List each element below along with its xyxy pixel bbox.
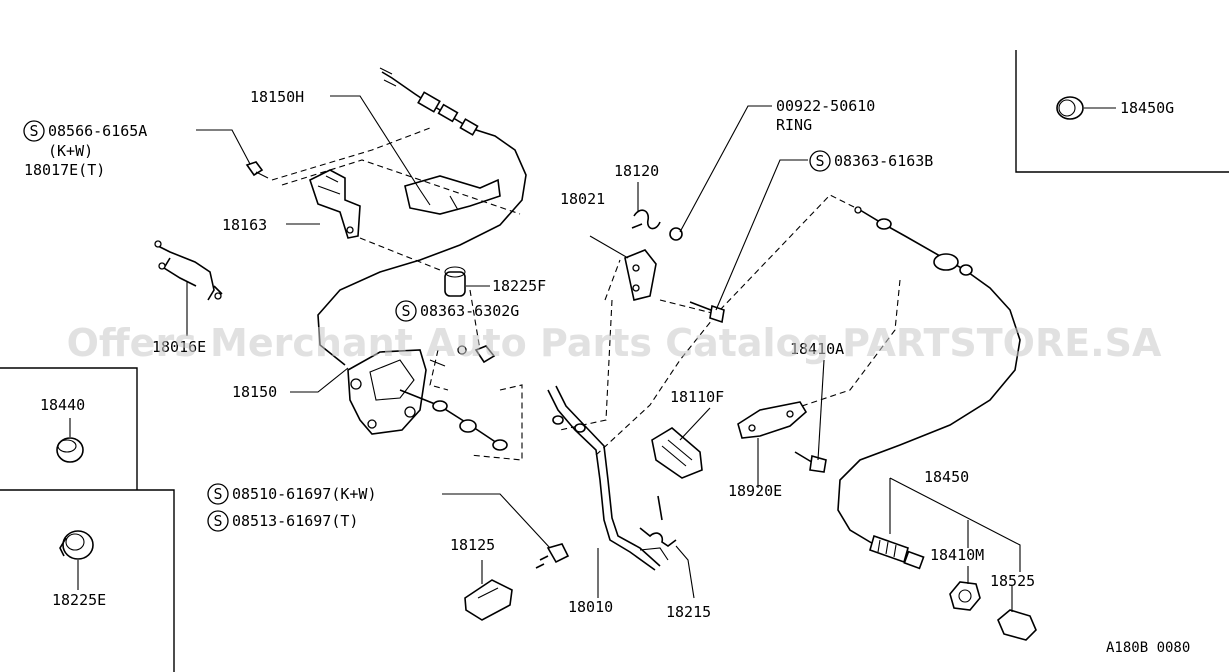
- label-18440: 18440: [40, 396, 85, 414]
- label-18017E: 18017E(T): [24, 161, 105, 179]
- bolt-08510: [535, 543, 570, 569]
- bolt-symbol-08566: S: [23, 120, 45, 142]
- bolt-08363-6163B: [689, 301, 725, 324]
- pedal-arm-18010: [547, 385, 669, 571]
- label-08363-6302G: 08363-6302G: [420, 302, 519, 320]
- label-18225F: 18225F: [492, 277, 546, 295]
- cable-bracket-18150H: [404, 175, 501, 215]
- svg-text:S: S: [815, 152, 824, 170]
- svg-text:S: S: [213, 485, 222, 503]
- clip-18525: [997, 609, 1037, 641]
- label-08510: 08510-61697(K+W): [232, 485, 377, 503]
- clip-18016E: [154, 240, 223, 336]
- label-18225E: 18225E: [52, 591, 106, 609]
- label-08566: 08566-6165A: [48, 122, 147, 140]
- label-18163: 18163: [222, 216, 267, 234]
- spring-18120: [631, 209, 661, 230]
- label-08513: 08513-61697(T): [232, 512, 358, 530]
- bolt-symbol-08363-6163B: S: [809, 150, 831, 172]
- bolt-08363-6302G: [457, 345, 496, 364]
- svg-text:S: S: [401, 302, 410, 320]
- label-18120: 18120: [614, 162, 659, 180]
- label-18010: 18010: [568, 598, 613, 616]
- nut-18410M: [949, 581, 981, 611]
- figure-code: A180B 0080: [1106, 640, 1190, 656]
- label-08363-6163B: 08363-6163B: [834, 152, 933, 170]
- ring-00922: [669, 227, 683, 241]
- bolt-18920E: [794, 451, 827, 473]
- bolt-symbol-08363-6302G: S: [395, 300, 417, 322]
- label-18150H: 18150H: [250, 88, 304, 106]
- accelerator-cable-18150H: [317, 67, 527, 366]
- inset-box-18225E: [0, 489, 175, 672]
- pedal-bracket-18150: [347, 349, 446, 435]
- label-18410M: 18410M: [930, 546, 984, 564]
- label-18450: 18450: [924, 468, 969, 486]
- label-ring: RING: [776, 116, 812, 134]
- clip-18021: [624, 249, 657, 301]
- label-18110F: 18110F: [670, 388, 724, 406]
- svg-text:S: S: [29, 122, 38, 140]
- pedal-pad-18110F: [651, 427, 703, 479]
- label-18125: 18125: [450, 536, 495, 554]
- bolt-symbol-08510: S: [207, 483, 229, 505]
- spring-18215: [639, 495, 677, 547]
- leader-lines: [196, 95, 1021, 612]
- label-18215: 18215: [666, 603, 711, 621]
- label-18525: 18525: [990, 572, 1035, 590]
- bracket-18163: [309, 169, 361, 239]
- stopper-18125: [464, 579, 513, 621]
- bolt-symbol-08513: S: [207, 510, 229, 532]
- label-kw: (K+W): [48, 142, 93, 160]
- label-00922: 00922-50610: [776, 97, 875, 115]
- label-18021: 18021: [560, 190, 605, 208]
- svg-text:S: S: [213, 512, 222, 530]
- inset-box-18450G: [1015, 50, 1229, 173]
- label-18410A: 18410A: [790, 340, 844, 358]
- inset-box-18440: [0, 367, 138, 490]
- watermark: Offers Merchant Auto Parts Catalog PARTS…: [67, 321, 1162, 365]
- bolt-08566: [245, 161, 269, 179]
- lever-18410A: [737, 401, 808, 439]
- part-labels: 18150H 08566-6165A (K+W) 18017E(T) 18163…: [24, 88, 1190, 656]
- label-18450G: 18450G: [1120, 99, 1174, 117]
- label-18016E: 18016E: [152, 338, 206, 356]
- label-18150: 18150: [232, 383, 277, 401]
- accel-cable-18450: [837, 206, 1021, 570]
- grommet-18225F: [444, 266, 466, 297]
- label-18920E: 18920E: [728, 482, 782, 500]
- link-rod: [399, 389, 508, 451]
